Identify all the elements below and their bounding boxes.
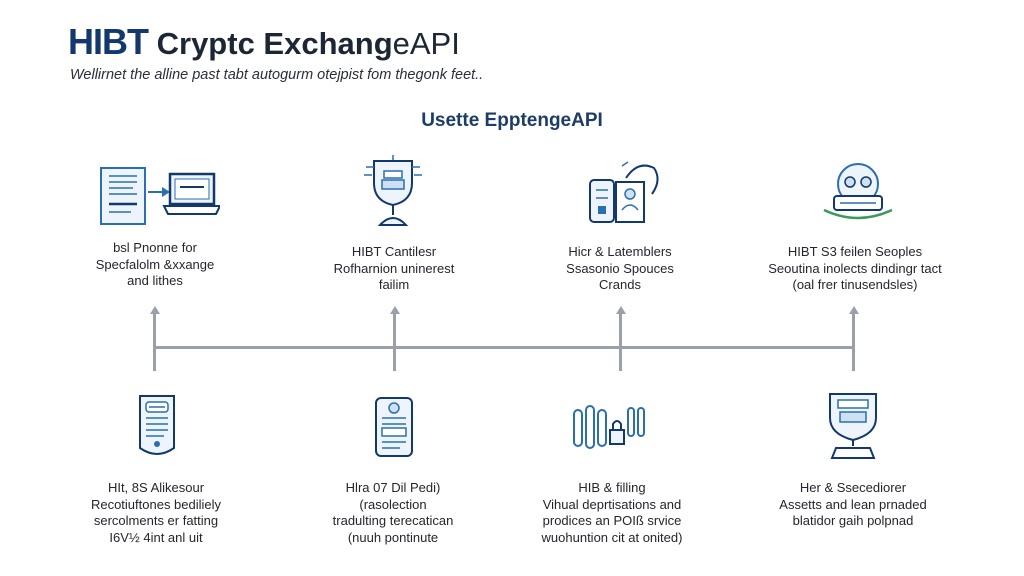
bottom-node-4-text: Her & Ssecediorer Assetts and lean prnad… (779, 480, 927, 528)
phone-and-person-icon (589, 161, 659, 223)
page-title: HIBT Cryptc ExchangeAPI (68, 22, 460, 70)
bottom-node-1-text: HIt, 8S Alikesour Recotiuftones bediliel… (90, 480, 222, 545)
trophy-chalice-icon (364, 155, 422, 226)
page-subtitle: Wellirnet the alline past tabt autogurm … (70, 67, 484, 83)
top-node-4-text: HIBT S3 feilen Seoples Seoutina inolects… (768, 244, 942, 292)
title-api-text: eAPI (392, 26, 460, 61)
arrow-up-icon (616, 306, 626, 314)
section-heading: Usette EpptengeAPI (421, 110, 603, 131)
connector-4 (852, 313, 855, 371)
globe-on-platform-icon (823, 163, 893, 220)
connector-1 (153, 313, 156, 371)
arrow-up-icon (150, 306, 160, 314)
timeline-line (155, 346, 855, 349)
bottom-node-2-text: Hlra 07 Dil Pedi) (rasolection tradultin… (332, 480, 454, 545)
arrow-up-icon (849, 306, 859, 314)
connector-3 (619, 313, 622, 371)
top-node-1-text: bsl Pnonne for Specfalolm &xxange and li… (95, 240, 215, 288)
document-to-laptop-icon (100, 167, 220, 225)
title-text: Cryptc Exchang (148, 26, 393, 61)
shield-checklist-icon (139, 395, 175, 455)
top-node-3-text: Hicr & Latemblers Ssasonio Spouces Crand… (566, 244, 674, 292)
connector-2 (393, 313, 396, 371)
bottom-node-3-text: HIB & filling Vihual deprtisations and p… (541, 480, 683, 545)
arrow-up-icon (390, 306, 400, 314)
top-node-2-text: HIBT Cantilesr Rofharnion uninerest fail… (333, 244, 455, 292)
robot-support-icon (829, 393, 877, 459)
certificate-scroll-icon (375, 397, 413, 457)
brand-name: HIBT (68, 21, 149, 62)
servers-and-lock-icon (573, 405, 645, 449)
